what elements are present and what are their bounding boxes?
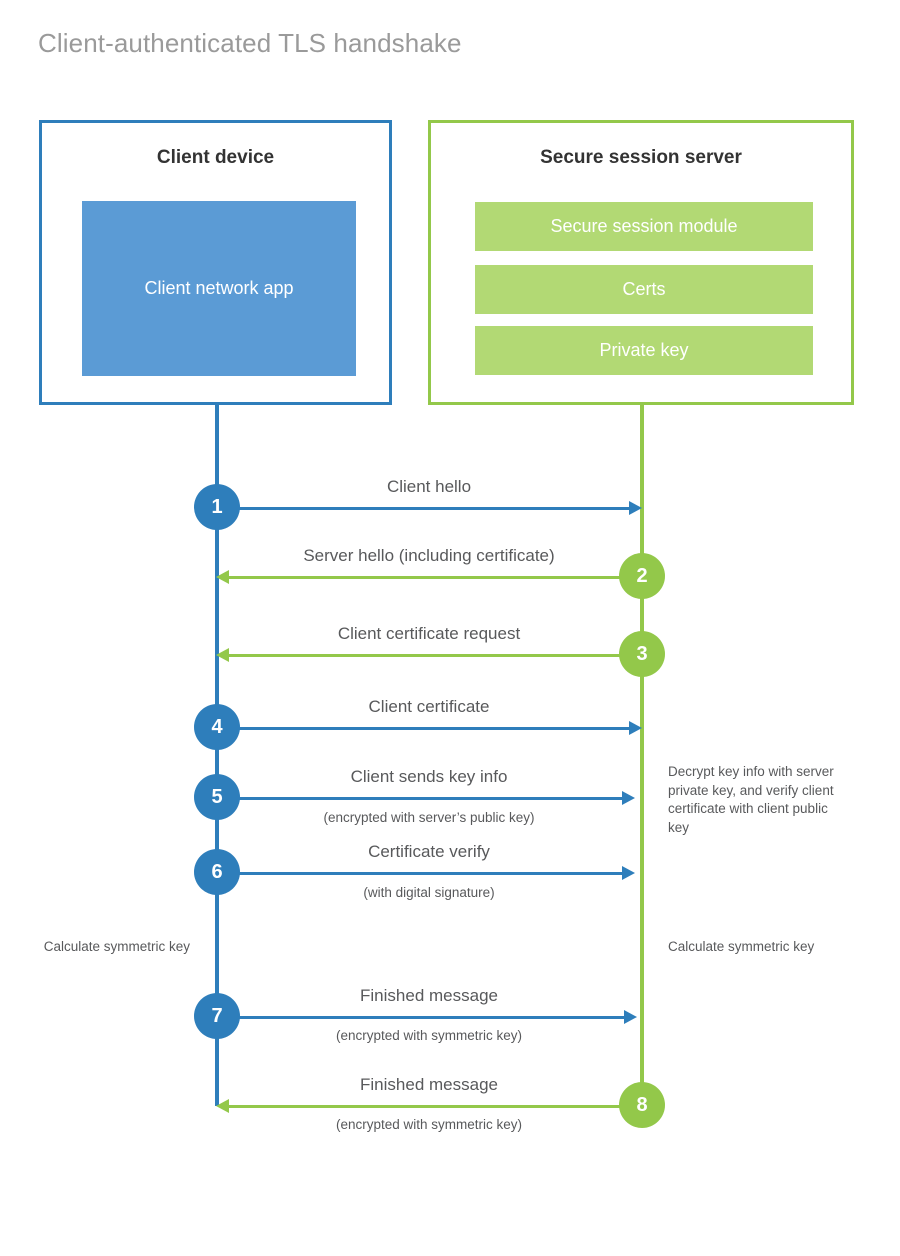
message-5-arrow-line: [217, 797, 622, 800]
message-3-arrow-line: [229, 654, 642, 657]
note-server-decrypt: Decrypt key info with server private key…: [668, 764, 834, 835]
message-1-arrow-head: [629, 501, 642, 515]
message-6-sublabel: (with digital signature): [363, 885, 495, 900]
step-circle-7[interactable]: 7: [194, 993, 240, 1039]
step-circle-5[interactable]: 5: [194, 774, 240, 820]
message-6-arrow-line: [217, 872, 622, 875]
note-client-calculate-symmetric-key: Calculate symmetric key: [43, 939, 190, 954]
message-5-sublabel: (encrypted with server’s public key): [323, 810, 535, 825]
step-circle-1[interactable]: 1: [194, 484, 240, 530]
step-circle-3[interactable]: 3: [619, 631, 665, 677]
server-block-secure-session-module: Secure session module: [475, 202, 813, 251]
message-7-label: Finished message: [360, 986, 498, 1005]
page-title: Client-authenticated TLS handshake: [38, 28, 462, 58]
message-4-arrow-line: [217, 727, 629, 730]
message-7-sublabel: (encrypted with symmetric key): [335, 1028, 523, 1043]
message-7-arrow-line: [217, 1016, 624, 1019]
server-block-private-key: Private key: [475, 326, 813, 375]
actor-box-server: Secure session server Secure session mod…: [428, 120, 854, 405]
note-server-calculate-symmetric-key: Calculate symmetric key: [668, 939, 815, 954]
step-circle-2[interactable]: 2: [619, 553, 665, 599]
server-box-title: Secure session server: [540, 147, 742, 168]
actor-box-client: Client device Client network app: [39, 120, 392, 405]
step-circle-6[interactable]: 6: [194, 849, 240, 895]
message-5-arrow-head: [622, 791, 635, 805]
message-3-arrow-head: [216, 648, 229, 662]
lifeline-client: [215, 405, 219, 1106]
message-2-arrow-line: [229, 576, 642, 579]
client-network-app-block: Client network app: [82, 201, 356, 376]
step-circle-4[interactable]: 4: [194, 704, 240, 750]
message-8-sublabel: (encrypted with symmetric key): [335, 1117, 523, 1132]
lifeline-server: [640, 405, 644, 1106]
message-3-label: Client certificate request: [337, 624, 521, 643]
message-1-arrow-line: [217, 507, 629, 510]
message-2-label: Server hello (including certificate): [303, 546, 555, 565]
message-4-label: Client certificate: [368, 697, 490, 716]
message-2-arrow-head: [216, 570, 229, 584]
message-6-label: Certificate verify: [368, 842, 490, 861]
message-8-arrow-line: [229, 1105, 642, 1108]
message-5-label: Client sends key info: [350, 767, 508, 786]
client-box-title: Client device: [156, 147, 275, 168]
message-6-arrow-head: [622, 866, 635, 880]
message-8-arrow-head: [216, 1099, 229, 1113]
message-4-arrow-head: [629, 721, 642, 735]
message-1-label: Client hello: [386, 477, 472, 496]
server-block-certs: Certs: [475, 265, 813, 314]
message-8-label: Finished message: [360, 1075, 498, 1094]
message-7-arrow-head: [624, 1010, 637, 1024]
step-circle-8[interactable]: 8: [619, 1082, 665, 1128]
